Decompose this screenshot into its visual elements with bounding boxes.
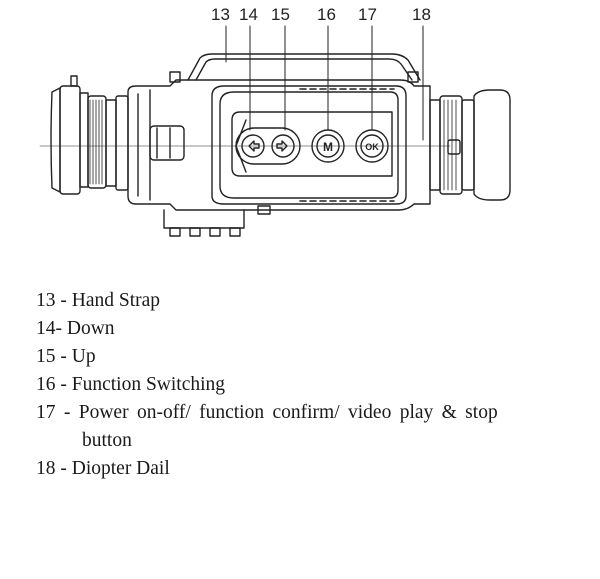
device-diagram: 13 14 15 16 17 18 bbox=[0, 0, 600, 260]
bottom-rail bbox=[163, 205, 271, 237]
down-arrow-icon bbox=[248, 140, 260, 152]
hand-strap bbox=[187, 53, 421, 81]
legend-text: 13 - Hand Strap bbox=[36, 290, 161, 311]
eyepiece bbox=[429, 89, 511, 201]
legend-item-14: 14- Down bbox=[36, 315, 576, 343]
down-up-button-pair bbox=[235, 127, 301, 165]
legend-item-16: 16 - Function Switching bbox=[36, 371, 576, 399]
legend-text: 18 - Diopter Dail bbox=[36, 458, 170, 479]
callout-14: 14 bbox=[239, 5, 258, 24]
up-arrow-icon bbox=[276, 140, 288, 152]
legend-text: 14- Down bbox=[36, 318, 115, 339]
legend-item-18: 18 - Diopter Dail bbox=[36, 455, 576, 483]
callout-18: 18 bbox=[412, 5, 431, 24]
callout-13: 13 bbox=[211, 5, 230, 24]
leader-lines bbox=[225, 25, 424, 141]
device-body bbox=[39, 71, 451, 211]
legend-text-continued: button bbox=[82, 430, 132, 451]
function-switching-button: M bbox=[311, 129, 345, 163]
power-button: OK bbox=[355, 129, 389, 163]
legend-text: 16 - Function Switching bbox=[36, 374, 226, 395]
callout-17: 17 bbox=[358, 5, 377, 24]
legend-item-15: 15 - Up bbox=[36, 343, 576, 371]
callout-15: 15 bbox=[271, 5, 290, 24]
legend-list: 13 - Hand Strap 14- Down 15 - Up 16 - Fu… bbox=[36, 287, 576, 483]
legend-item-17: 17 - Power on-off/ function confirm/ vid… bbox=[36, 399, 576, 455]
callout-16: 16 bbox=[317, 5, 336, 24]
power-button-label: OK bbox=[365, 142, 379, 152]
objective-lens bbox=[50, 75, 129, 195]
legend-text: 15 - Up bbox=[36, 346, 96, 367]
legend-item-13: 13 - Hand Strap bbox=[36, 287, 576, 315]
function-button-label: M bbox=[323, 140, 333, 154]
legend-text: 17 - Power on-off/ function confirm/ vid… bbox=[36, 402, 498, 423]
